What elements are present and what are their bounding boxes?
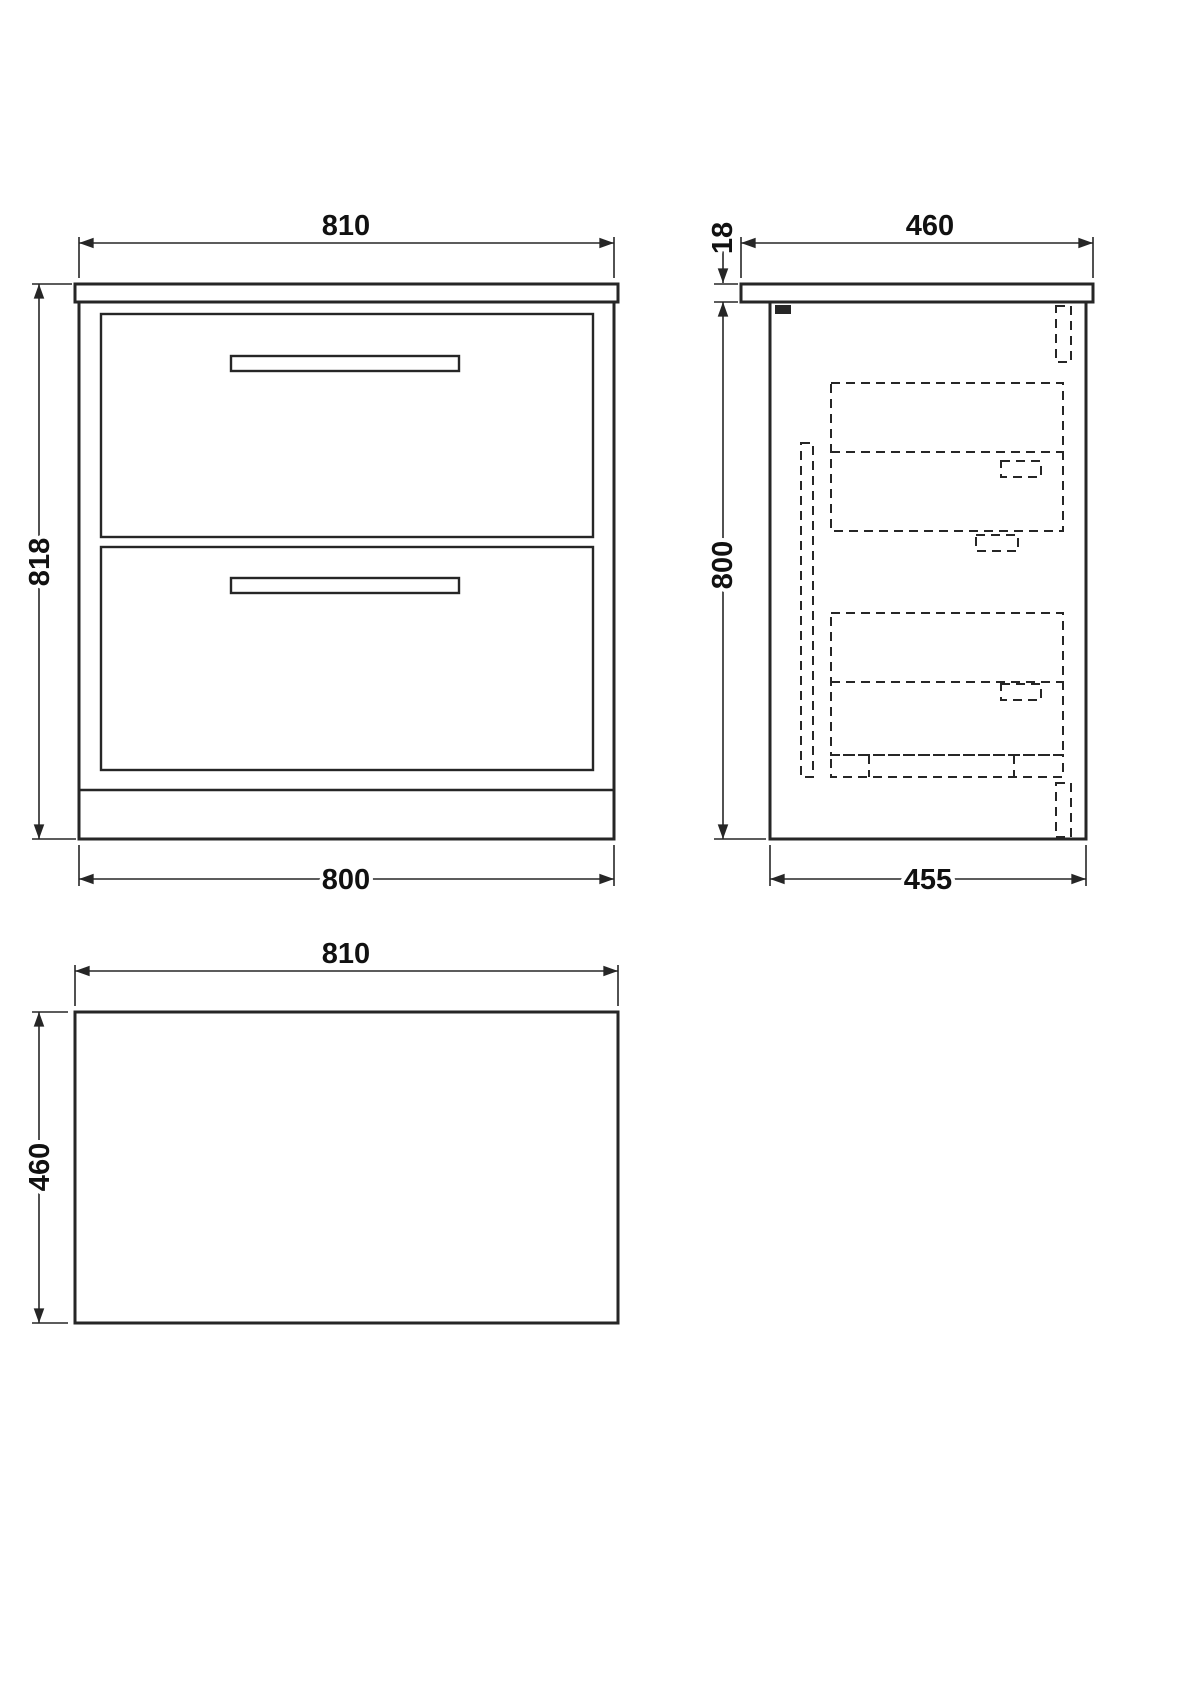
front-handle-top [229, 354, 461, 373]
plan-dim-width: 810 [74, 934, 619, 1006]
front-view: 810 818 800 [20, 206, 620, 900]
front-countertop [73, 282, 620, 304]
side-countertop [739, 282, 1095, 304]
front-handle-bottom [229, 576, 461, 595]
hidden-bracket [1000, 683, 1042, 701]
side-hidden-details [800, 305, 1072, 838]
side-dim-bottom-depth-label: 455 [904, 864, 952, 896]
hidden-back-panel-bottom [1055, 782, 1072, 838]
hidden-bracket [975, 534, 1019, 552]
front-dim-bottom-width-label: 800 [322, 864, 370, 896]
side-dim-top-depth-label: 460 [906, 210, 954, 242]
front-drawer-top [99, 312, 595, 539]
front-drawer-bottom [99, 545, 595, 772]
hidden-drawer-box-bottom [830, 612, 1064, 756]
hidden-bottom-rail [830, 754, 1064, 778]
plan-dim-width-label: 810 [322, 938, 370, 970]
side-fixing-bracket [775, 305, 791, 314]
hidden-drawer-box-top [830, 382, 1064, 532]
hidden-runner [800, 442, 814, 778]
side-dim-counter-thickness: 18 [703, 218, 743, 303]
side-dim-top-depth: 460 [740, 206, 1094, 278]
front-dim-top-width: 810 [78, 206, 615, 278]
hidden-back-panel-top [1055, 305, 1072, 363]
side-view: 18 460 800 455 [703, 206, 1095, 900]
hidden-bracket [1000, 460, 1042, 478]
side-dim-bottom-depth: 455 [769, 845, 1087, 900]
plan-countertop-outline [73, 1010, 620, 1325]
front-dim-top-width-label: 810 [322, 210, 370, 242]
plan-dim-depth-label: 460 [24, 1143, 56, 1191]
side-dim-height-label: 800 [707, 541, 739, 589]
front-dim-height-label: 818 [24, 538, 56, 586]
front-cabinet-body [77, 300, 616, 841]
front-dim-bottom-width: 800 [78, 845, 615, 900]
side-dim-height: 800 [703, 302, 766, 840]
plan-view: 810 460 [20, 934, 620, 1325]
side-cabinet-body [768, 300, 1088, 841]
plan-dim-depth: 460 [20, 1011, 68, 1324]
front-dim-height: 818 [20, 283, 76, 840]
side-dim-counter-thickness-label: 18 [707, 222, 739, 254]
